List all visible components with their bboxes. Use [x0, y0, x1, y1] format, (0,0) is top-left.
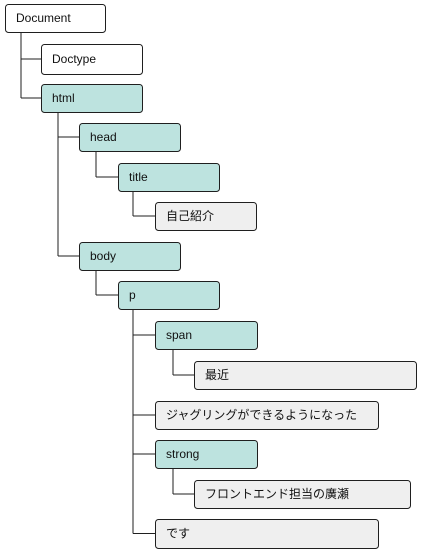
node-box-document — [5, 4, 106, 33]
node-p: p — [118, 281, 220, 310]
node-label-doctype: Doctype — [52, 52, 96, 66]
node-label-p: p — [129, 288, 136, 302]
node-label-document: Document — [16, 11, 71, 25]
node-label-strong-text: フロントエンド担当の廣瀬 — [205, 487, 349, 501]
node-box-head — [79, 123, 181, 152]
node-label-span: span — [166, 328, 192, 342]
node-box-p — [118, 281, 220, 310]
node-p-text-1: ジャグリングができるようになった — [155, 401, 379, 430]
node-box-p-text-2 — [155, 519, 379, 549]
node-label-span-text: 最近 — [205, 368, 229, 382]
node-label-p-text-2: です — [166, 527, 190, 541]
node-box-span — [155, 321, 258, 350]
node-box-strong — [155, 440, 258, 469]
node-box-doctype — [41, 44, 143, 75]
node-html: html — [41, 84, 143, 113]
node-box-span-text — [194, 361, 417, 390]
node-span-text: 最近 — [194, 361, 417, 390]
node-label-html: html — [52, 91, 75, 105]
node-label-head: head — [90, 130, 117, 144]
node-title: title — [118, 163, 220, 192]
node-title-text: 自己紹介 — [155, 202, 257, 231]
node-box-html — [41, 84, 143, 113]
node-label-title-text: 自己紹介 — [166, 209, 214, 223]
node-box-title — [118, 163, 220, 192]
node-label-title: title — [129, 170, 148, 184]
node-label-body: body — [90, 249, 116, 263]
node-head: head — [79, 123, 181, 152]
node-document: Document — [5, 4, 106, 33]
node-strong-text: フロントエンド担当の廣瀬 — [194, 480, 411, 509]
node-box-strong-text — [194, 480, 411, 509]
node-box-title-text — [155, 202, 257, 231]
node-span: span — [155, 321, 258, 350]
node-label-strong: strong — [166, 447, 199, 461]
node-box-body — [79, 242, 181, 271]
node-p-text-2: です — [155, 519, 379, 549]
node-label-p-text-1: ジャグリングができるようになった — [166, 407, 357, 422]
connector-lines — [20, 32, 194, 534]
node-box-p-text-1 — [155, 401, 379, 430]
node-strong: strong — [155, 440, 258, 469]
node-body: body — [79, 242, 181, 271]
node-doctype: Doctype — [41, 44, 143, 75]
